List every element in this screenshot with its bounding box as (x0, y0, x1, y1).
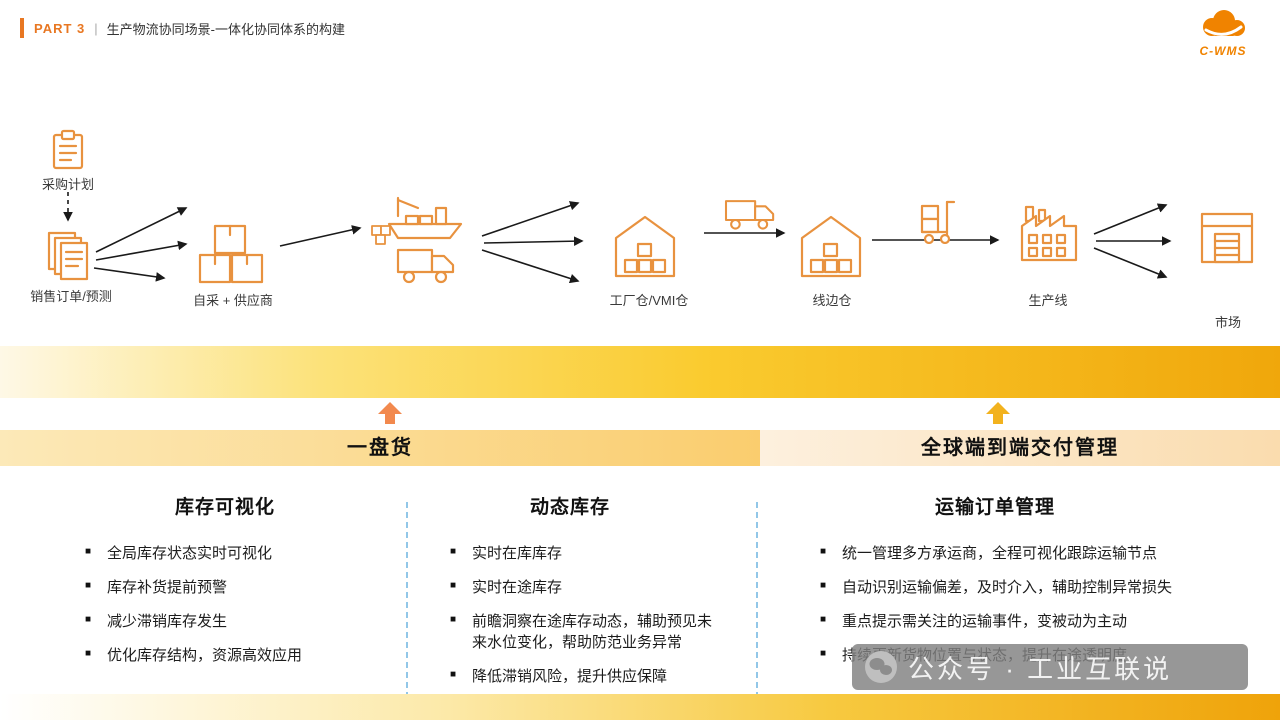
column-divider (406, 502, 408, 698)
clipboard-icon (52, 129, 84, 170)
list-item: 前瞻洞察在途库存动态，辅助预见未来水位变化，帮助防范业务异常 (450, 611, 720, 653)
bottom-gradient-strip (0, 694, 1280, 720)
band-unified-inventory: 一盘货 (0, 430, 760, 466)
flow-node-label-market: 市场 (1214, 315, 1241, 330)
bullet-list: 实时在库库存 实时在途库存 前瞻洞察在途库存动态，辅助预见未来水位变化，帮助防范… (420, 543, 720, 687)
list-item: 减少滞销库存发生 (85, 611, 395, 632)
column-divider (756, 502, 758, 698)
cargo-ship-icon (387, 196, 463, 240)
list-item: 重点提示需关注的运输事件，变被动为主动 (820, 611, 1210, 632)
watermark-text: 公众号 · 工业互联说 (908, 653, 1173, 684)
list-item: 降低滞销风险，提升供应保障 (450, 666, 720, 687)
band-end-to-end-delivery: 全球端到端交付管理 (760, 430, 1280, 466)
list-item: 自动识别运输偏差，及时介入，辅助控制异常损失 (820, 577, 1210, 598)
up-arrow-icon (378, 402, 402, 424)
boxes-icon (198, 224, 264, 284)
list-item: 实时在途库存 (450, 577, 720, 598)
header-separator: | (94, 20, 98, 36)
warehouse-icon (614, 215, 676, 278)
flow-node-label-production-line: 生产线 (1028, 293, 1068, 308)
slide-header: PART 3 | 生产物流协同场景-一体化协同体系的构建 (20, 18, 345, 38)
wechat-icon (865, 651, 897, 683)
column-inventory-visibility: 库存可视化 全局库存状态实时可视化 库存补货提前预警 减少滞销库存发生 优化库存… (55, 492, 395, 679)
documents-icon (47, 231, 89, 281)
page-title: 生产物流协同场景-一体化协同体系的构建 (106, 21, 345, 37)
flow-arrows (63, 192, 1172, 284)
list-item: 实时在库库存 (450, 543, 720, 564)
list-item: 优化库存结构，资源高效应用 (85, 645, 395, 666)
supply-chain-flow-diagram: 采购计划 销售订单/预测 自采 + 供应商 (0, 0, 1280, 340)
column-title: 运输订单管理 (934, 497, 1055, 518)
warehouse-icon (800, 215, 862, 278)
cloud-logo-icon (1203, 10, 1245, 36)
list-item: 库存补货提前预警 (85, 577, 395, 598)
flow-node-label-self-procure-supplier: 自采 + 供应商 (193, 293, 273, 308)
hand-cart-icon (920, 200, 956, 244)
header-accent-bar (20, 18, 24, 38)
list-item: 全局库存状态实时可视化 (85, 543, 395, 564)
storefront-icon (1200, 212, 1254, 264)
section-bands: 一盘货 全球端到端交付管理 (0, 430, 1280, 466)
truck-icon (396, 248, 455, 284)
column-title: 动态库存 (529, 497, 610, 518)
watermark-badge: 公众号 · 工业互联说 (852, 644, 1248, 690)
flow-node-label-procurement-plan: 采购计划 (41, 177, 94, 192)
column-title: 库存可视化 (174, 497, 275, 518)
brand-logo: C-WMS (1192, 6, 1254, 58)
list-item: 统一管理多方承运商，全程可视化跟踪运输节点 (820, 543, 1210, 564)
flow-node-label-factory-vmi-warehouse: 工厂仓/VMI仓 (609, 293, 689, 308)
flow-node-label-sales-order: 销售订单/预测 (30, 289, 112, 304)
up-arrow-icon (986, 402, 1010, 424)
factory-icon (1020, 205, 1078, 262)
part-label: PART 3 (34, 20, 86, 36)
small-boxes-icon (371, 225, 391, 245)
bullet-list: 全局库存状态实时可视化 库存补货提前预警 减少滞销库存发生 优化库存结构，资源高… (55, 543, 395, 666)
delivery-truck-icon (724, 200, 775, 230)
brand-logo-text: C-WMS (1199, 44, 1247, 58)
gradient-band (0, 346, 1280, 398)
column-dynamic-inventory: 动态库存 实时在库库存 实时在途库存 前瞻洞察在途库存动态，辅助预见未来水位变化… (420, 492, 720, 700)
flow-node-label-line-side-warehouse: 线边仓 (812, 293, 852, 308)
